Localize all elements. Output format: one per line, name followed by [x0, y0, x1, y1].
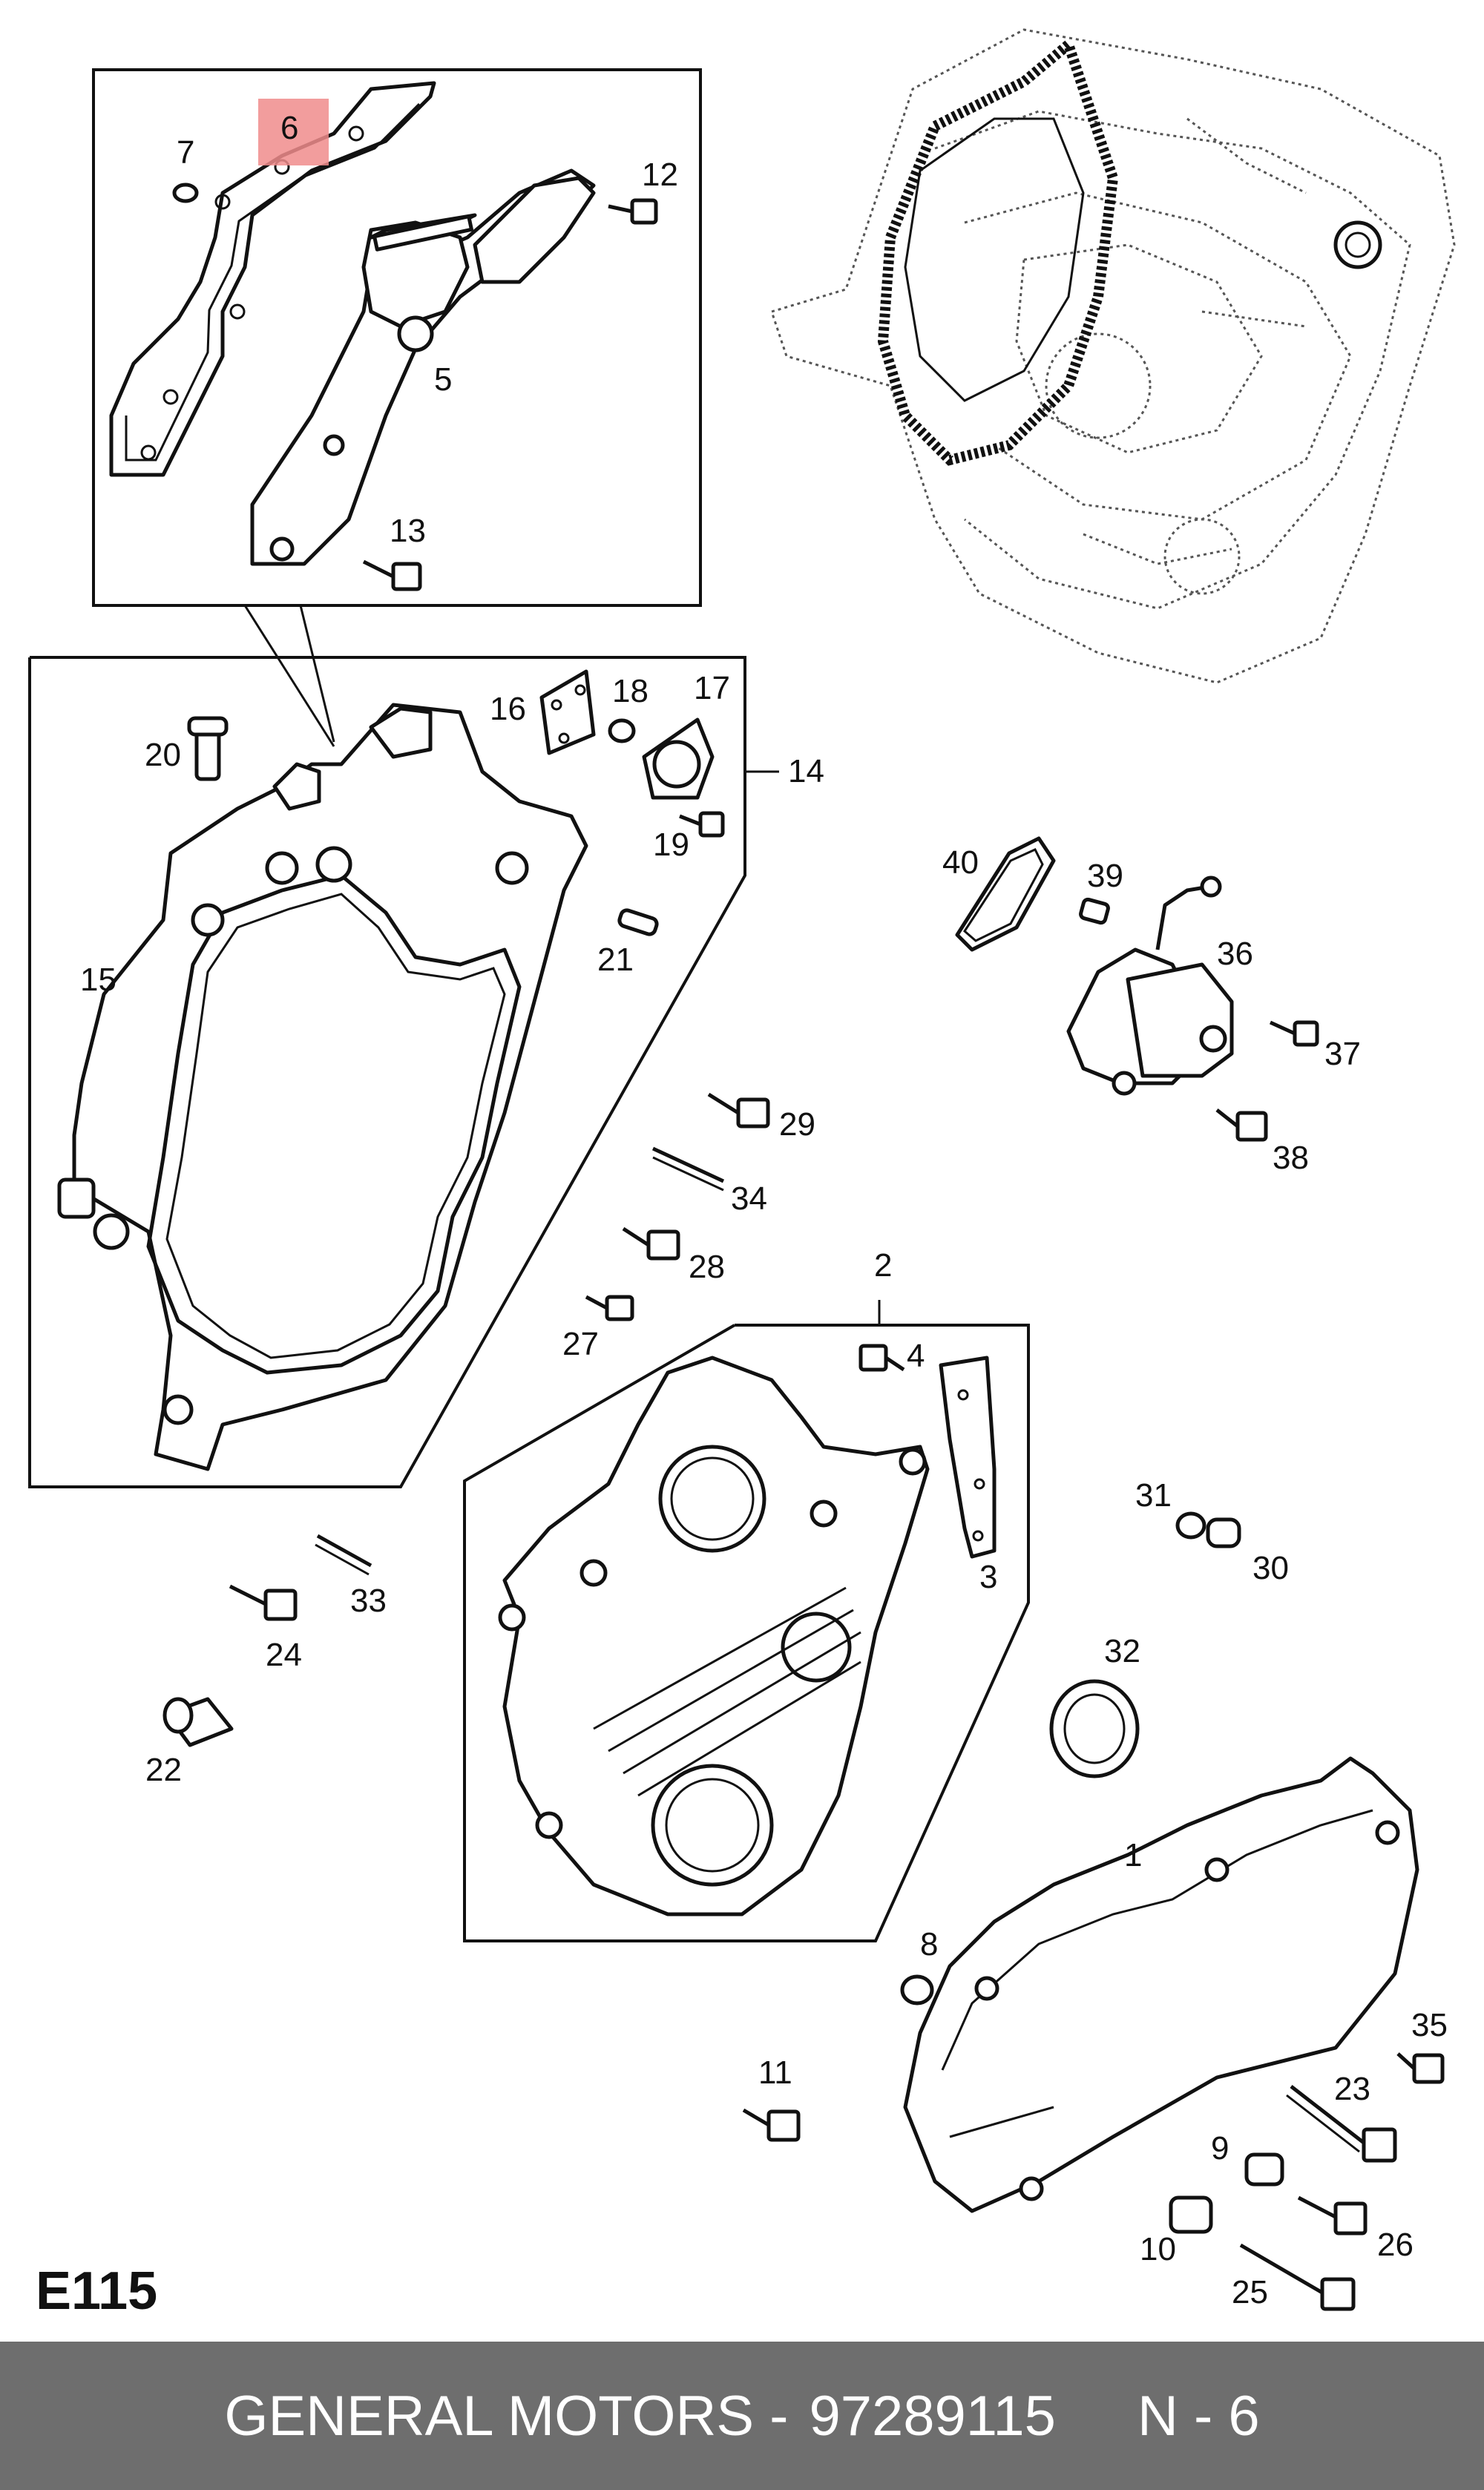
label-12: 12 — [642, 157, 678, 193]
footer-brand: GENERAL MOTORS - — [224, 2384, 789, 2448]
label-9: 9 — [1211, 2130, 1229, 2167]
bolt-part-4 — [858, 1344, 905, 1372]
label-7: 7 — [177, 134, 194, 171]
label-14: 14 — [788, 753, 824, 789]
bolt-part-13 — [362, 559, 422, 591]
label-38: 38 — [1273, 1140, 1309, 1176]
label-28: 28 — [689, 1249, 725, 1285]
filter-housing-part-5 — [250, 168, 596, 566]
label-25: 25 — [1232, 2274, 1268, 2310]
bolt-part-23 — [1286, 2085, 1397, 2163]
leader-top-frame-2 — [299, 605, 335, 743]
label-2: 2 — [874, 1247, 892, 1284]
label-10: 10 — [1140, 2231, 1176, 2267]
label-20: 20 — [145, 737, 181, 773]
seal-part-32 — [1049, 1679, 1140, 1778]
label-27: 27 — [562, 1326, 599, 1362]
bolt-part-38 — [1215, 1108, 1268, 1142]
label-15: 15 — [80, 962, 116, 998]
detail-frame-middle — [28, 656, 746, 1488]
label-23: 23 — [1334, 2071, 1370, 2107]
label-29: 29 — [779, 1106, 815, 1143]
label-17: 17 — [694, 670, 730, 706]
section-code: E115 — [36, 2261, 157, 2321]
footer-part-number: 97289115 — [809, 2384, 1056, 2448]
label-37: 37 — [1324, 1036, 1361, 1072]
washer-part-8 — [900, 1974, 934, 2006]
bolt-part-28 — [622, 1226, 680, 1261]
pin-part-39 — [1079, 897, 1110, 925]
label-36: 36 — [1217, 936, 1253, 972]
label-31: 31 — [1135, 1477, 1172, 1514]
label-13: 13 — [390, 513, 426, 549]
label-21: 21 — [597, 942, 634, 978]
stud-part-34 — [651, 1146, 725, 1192]
label-33: 33 — [350, 1583, 387, 1619]
bolt-part-37 — [1269, 1020, 1319, 1047]
gasket-part-16 — [539, 669, 596, 755]
vacuum-pump-part-36 — [1066, 876, 1234, 1096]
bolt-part-27 — [585, 1295, 634, 1321]
cover-part-17 — [642, 717, 715, 800]
bolt-part-35 — [1396, 2052, 1445, 2084]
label-19: 19 — [653, 827, 689, 863]
oring-part-40 — [955, 836, 1056, 952]
stud-part-33 — [315, 1534, 372, 1576]
label-34: 34 — [731, 1180, 767, 1217]
detail-frame-front-cover — [463, 1324, 1030, 1942]
bolt-part-25 — [1239, 2243, 1356, 2311]
seal-part-7 — [172, 183, 199, 203]
highlight-part-6 — [258, 99, 329, 165]
cover-plate-part-15 — [57, 703, 588, 1471]
label-18: 18 — [612, 673, 649, 709]
label-26: 26 — [1377, 2227, 1414, 2263]
label-39: 39 — [1087, 858, 1123, 894]
bolt-part-26 — [1297, 2195, 1368, 2236]
bolt-part-24 — [229, 1584, 298, 1621]
label-4: 4 — [907, 1338, 925, 1374]
pin-part-21 — [617, 908, 659, 936]
label-30: 30 — [1252, 1550, 1289, 1586]
label-22: 22 — [145, 1752, 182, 1788]
footer-page: N - 6 — [1137, 2384, 1260, 2448]
ring-part-18 — [608, 718, 636, 743]
bolt-part-11 — [742, 2108, 801, 2142]
bushing-part-22 — [162, 1697, 234, 1747]
label-24: 24 — [266, 1637, 302, 1673]
label-16: 16 — [490, 691, 526, 727]
spacer-part-9 — [1244, 2152, 1284, 2187]
bolt-part-12 — [608, 198, 658, 225]
engine-block-overview — [770, 28, 1456, 684]
plug-part-20 — [187, 716, 229, 781]
leader-top-frame — [243, 605, 335, 747]
detail-frame-top — [92, 68, 702, 607]
label-8: 8 — [920, 1926, 938, 1962]
label-3: 3 — [979, 1559, 997, 1595]
bolt-part-19 — [679, 811, 725, 838]
label-5: 5 — [434, 361, 452, 398]
bolt-part-29 — [707, 1092, 770, 1129]
footer-bar: GENERAL MOTORS - 97289115 N - 6 — [0, 2342, 1484, 2490]
label-6: 6 — [280, 110, 298, 146]
timing-cover-part-2 — [498, 1356, 930, 1916]
plug-part-30 — [1206, 1517, 1241, 1548]
washer-part-31 — [1175, 1511, 1206, 1540]
label-35: 35 — [1411, 2007, 1448, 2043]
gasket-part-6 — [109, 81, 436, 477]
cover-part-1 — [903, 1756, 1419, 2213]
gasket-part-3 — [939, 1356, 997, 1559]
label-11: 11 — [758, 2054, 792, 2091]
label-32: 32 — [1104, 1633, 1140, 1669]
label-40: 40 — [942, 844, 979, 881]
spacer-part-10 — [1169, 2195, 1213, 2234]
label-1: 1 — [1124, 1837, 1142, 1873]
